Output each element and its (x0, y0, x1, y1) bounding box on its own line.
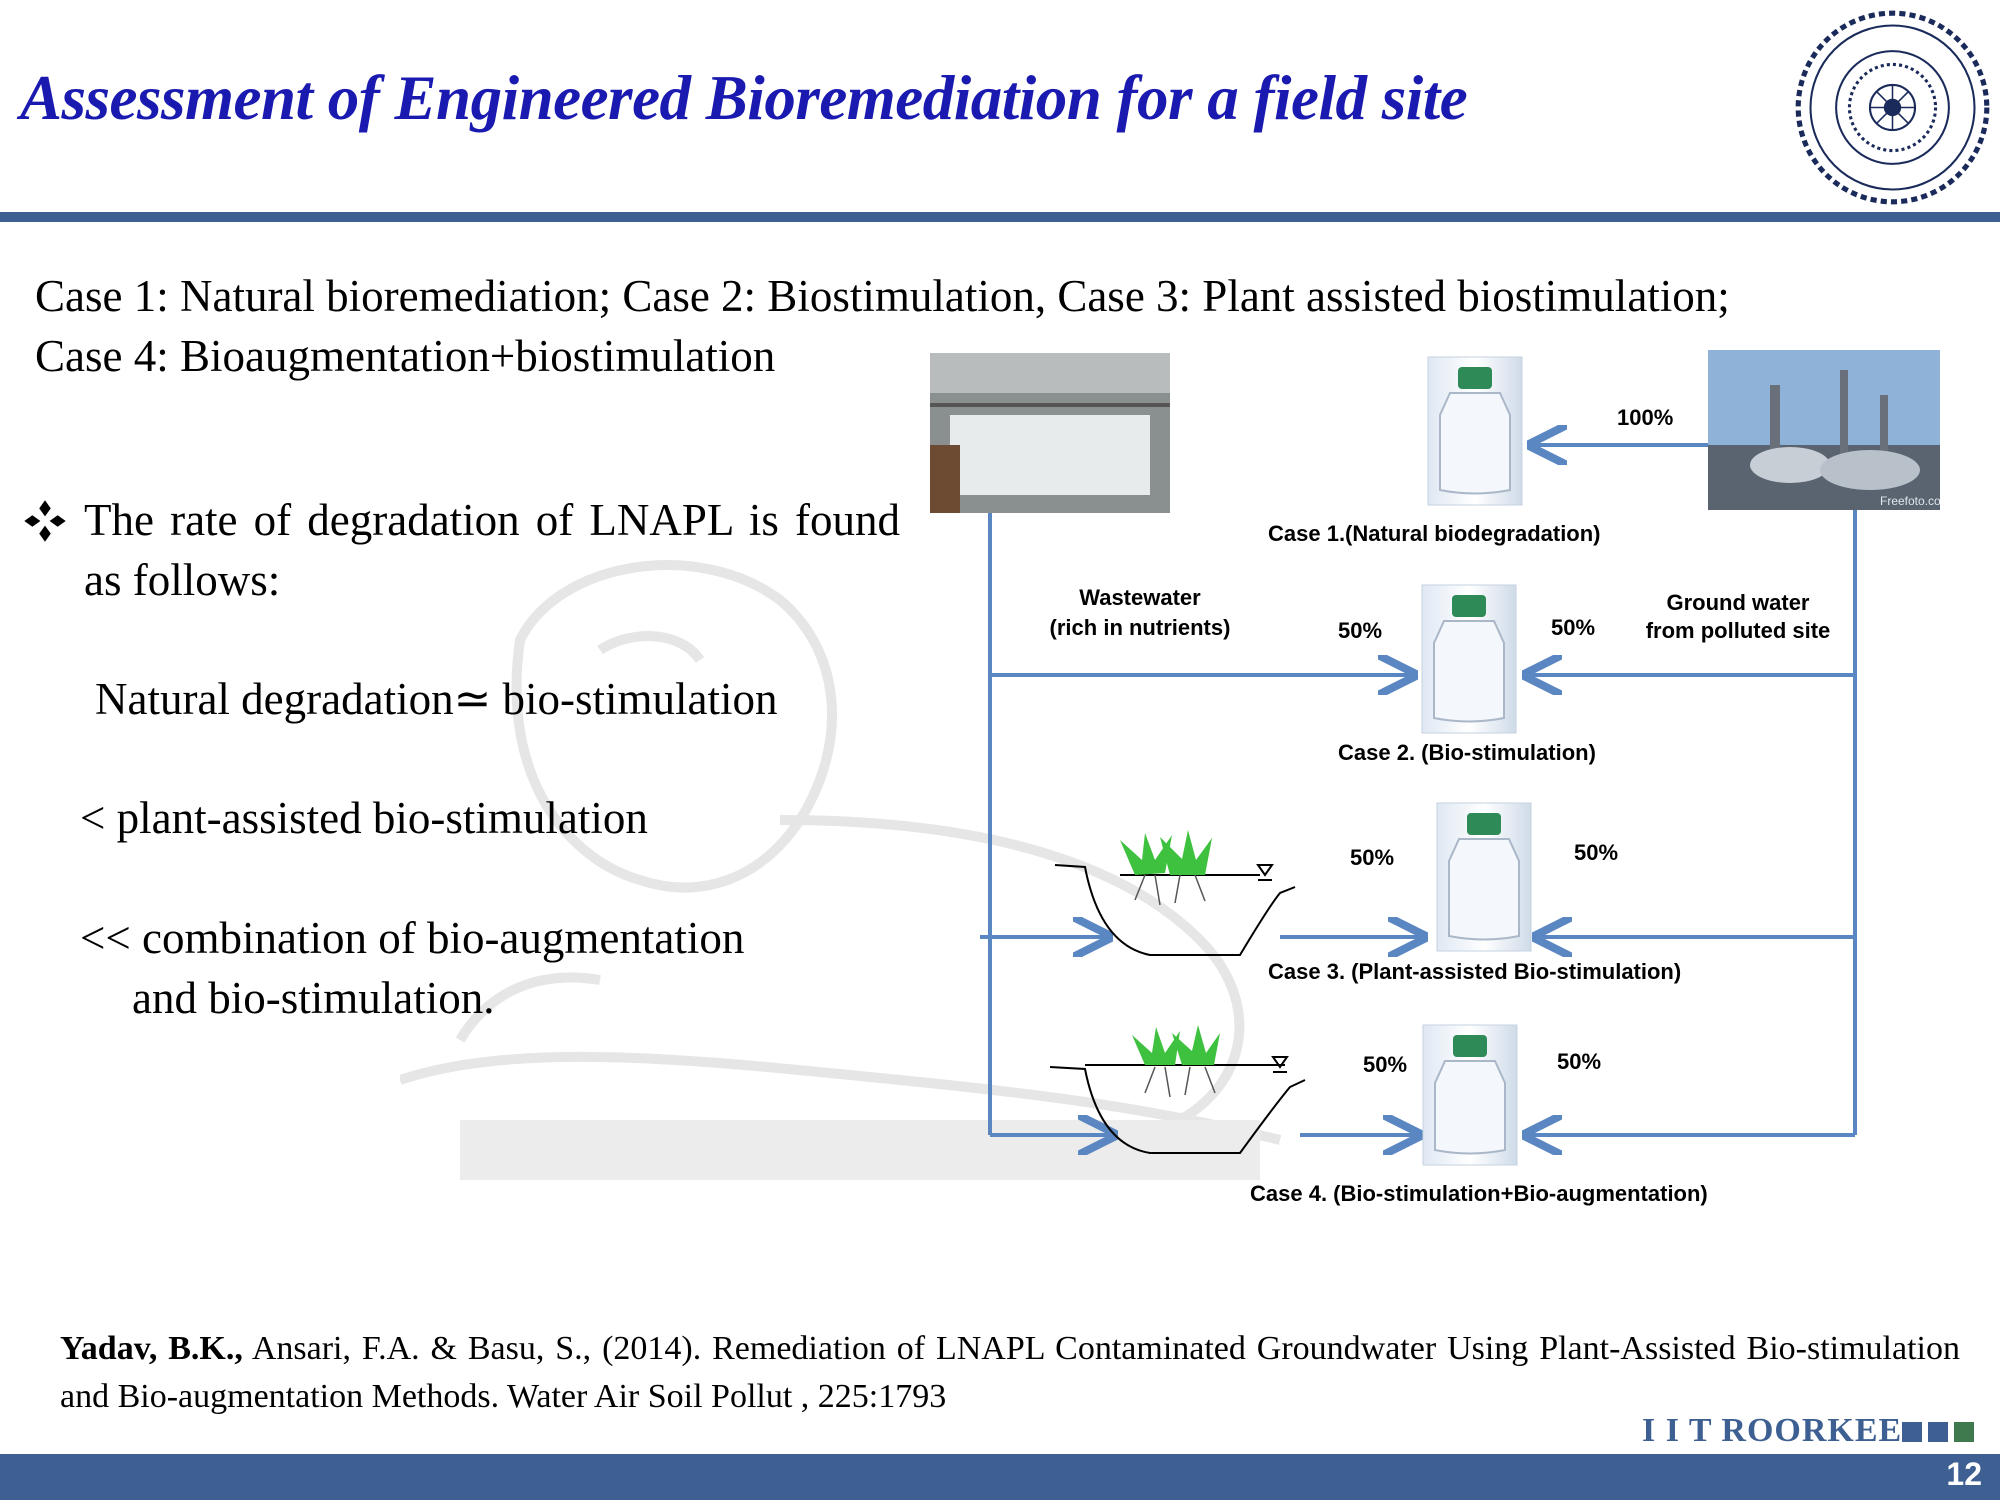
reference-citation: Yadav, B.K., Ansari, F.A. & Basu, S., (2… (60, 1325, 1960, 1421)
title-divider (0, 212, 2000, 222)
case1-pct: 100% (1617, 405, 1673, 430)
groundwater-label-1: Ground water (1666, 590, 1809, 615)
case2-label: Case 2. (Bio-stimulation) (1338, 740, 1596, 765)
bottle-case-2 (1421, 584, 1517, 734)
bottle-case-3 (1436, 802, 1532, 952)
cases-line-2: Case 4: Bioaugmentation+biostimulation (35, 331, 776, 381)
reference-author: Yadav, B.K., (60, 1330, 243, 1367)
footer-band (0, 1454, 2000, 1500)
groundwater-label-2: from polluted site (1646, 618, 1831, 643)
rate-line-1: Natural degradation≃ bio-stimulation (95, 674, 778, 724)
bottle-case-1 (1427, 356, 1523, 506)
case2-left-pct: 50% (1338, 618, 1382, 643)
plant-basin-case-4 (1049, 1025, 1306, 1154)
rate-line-3: << combination of bio-augmentation (80, 913, 745, 963)
iit-roorkee-seal-logo (1795, 10, 1990, 205)
case4-label: Case 4. (Bio-stimulation+Bio-augmentatio… (1250, 1181, 1708, 1206)
case3-right-pct: 50% (1574, 840, 1618, 865)
case4-left-pct: 50% (1363, 1052, 1407, 1077)
findings-intro: The rate of degradation of LNAPL is foun… (84, 495, 900, 605)
slide-title: Assessment of Engineered Bioremediation … (20, 63, 1468, 133)
case3-label: Case 3. (Plant-assisted Bio-stimulation) (1268, 959, 1681, 984)
iit-roorkee-brand: I I T ROORKEE (1642, 1412, 1903, 1449)
diamond-bullet-icon (24, 500, 66, 542)
brand-square-1 (1902, 1422, 1922, 1442)
wastewater-label-2: (rich in nutrients) (1050, 615, 1231, 640)
brand-square-3 (1954, 1422, 1974, 1442)
reference-text: Ansari, F.A. & Basu, S., (2014). Remedia… (60, 1330, 1960, 1415)
lion-watermark (400, 560, 1282, 1180)
case4-right-pct: 50% (1557, 1049, 1601, 1074)
rate-line-2: < plant-assisted bio-stimulation (80, 793, 648, 843)
case2-right-pct: 50% (1551, 615, 1595, 640)
polluted-site-photo: Freefoto.com (1708, 350, 1940, 510)
page-number: 12 (1946, 1456, 1982, 1492)
rate-line-4: and bio-stimulation. (132, 973, 495, 1023)
case1-label: Case 1.(Natural biodegradation) (1268, 521, 1601, 546)
case3-left-pct: 50% (1350, 845, 1394, 870)
bioremediation-case-diagram: Freefoto.com (930, 350, 1940, 1206)
wastewater-photo (930, 353, 1170, 513)
photo-credit: Freefoto.com (1880, 494, 1940, 508)
plant-basin-case-3 (1054, 830, 1296, 956)
cases-line-1: Case 1: Natural bioremediation; Case 2: … (35, 271, 1730, 321)
bottle-case-4 (1422, 1024, 1518, 1166)
wastewater-label-1: Wastewater (1079, 585, 1201, 610)
brand-square-2 (1928, 1422, 1948, 1442)
